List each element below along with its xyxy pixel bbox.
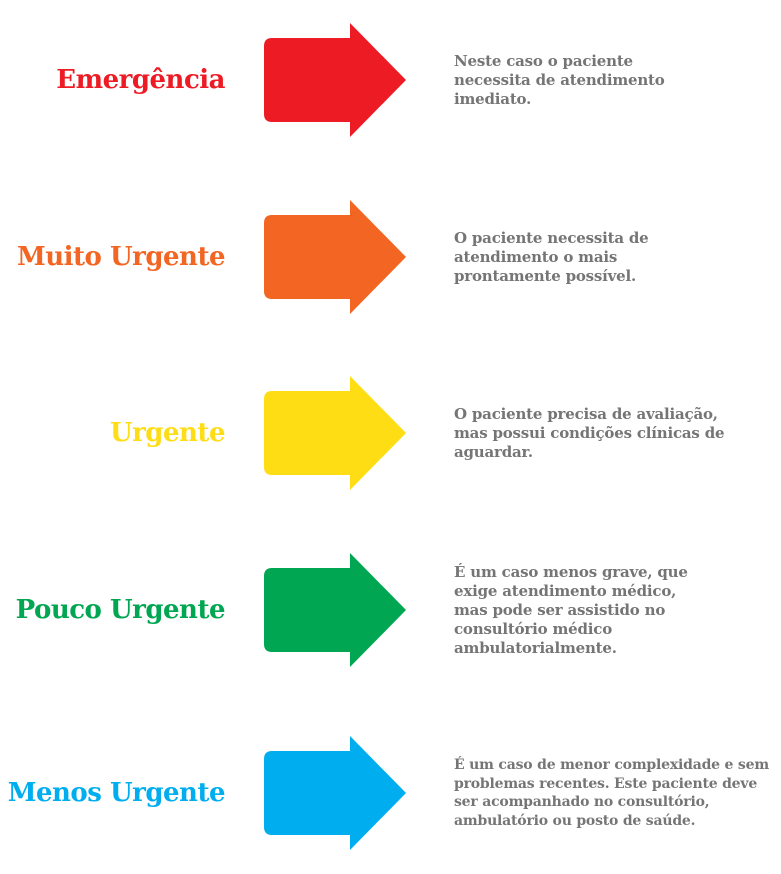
level-menos-urgente: Menos Urgente É um caso de menor complex… xyxy=(0,733,781,853)
level-description-text: Neste caso o paciente necessita de atend… xyxy=(454,51,665,108)
level-label: Menos Urgente xyxy=(7,778,226,808)
level-description-text: O paciente precisa de avaliação, mas pos… xyxy=(454,404,725,461)
level-description: O paciente necessita de atendimento o ma… xyxy=(454,197,774,317)
arrow-icon xyxy=(264,23,406,137)
level-label: Emergência xyxy=(56,65,225,95)
level-label: Muito Urgente xyxy=(16,242,226,272)
level-pouco-urgente: Pouco Urgente É um caso menos grave, que… xyxy=(0,550,781,670)
level-description: O paciente precisa de avaliação, mas pos… xyxy=(454,373,774,493)
level-description-text: É um caso menos grave, que exige atendim… xyxy=(454,562,688,657)
arrow-icon xyxy=(264,376,406,490)
level-muito-urgente: Muito Urgente O paciente necessita de at… xyxy=(0,197,781,317)
arrow-shape xyxy=(264,23,406,137)
level-description-text: É um caso de menor complexidade e sem pr… xyxy=(454,757,769,829)
level-description-text: O paciente necessita de atendimento o ma… xyxy=(454,228,649,285)
arrow-shape xyxy=(264,553,406,667)
level-description: É um caso menos grave, que exige atendim… xyxy=(454,550,774,670)
arrow-icon xyxy=(264,736,406,850)
arrow-shape xyxy=(264,736,406,850)
level-label: Urgente xyxy=(109,418,226,448)
level-emergencia: Emergência Neste caso o paciente necessi… xyxy=(0,20,781,140)
level-description: Neste caso o paciente necessita de atend… xyxy=(454,20,774,140)
arrow-icon xyxy=(264,553,406,667)
level-description: É um caso de menor complexidade e sem pr… xyxy=(454,733,774,853)
level-label: Pouco Urgente xyxy=(15,595,226,625)
level-urgente: Urgente O paciente precisa de avaliação,… xyxy=(0,373,781,493)
arrow-shape xyxy=(264,376,406,490)
arrow-icon xyxy=(264,200,406,314)
arrow-shape xyxy=(264,200,406,314)
